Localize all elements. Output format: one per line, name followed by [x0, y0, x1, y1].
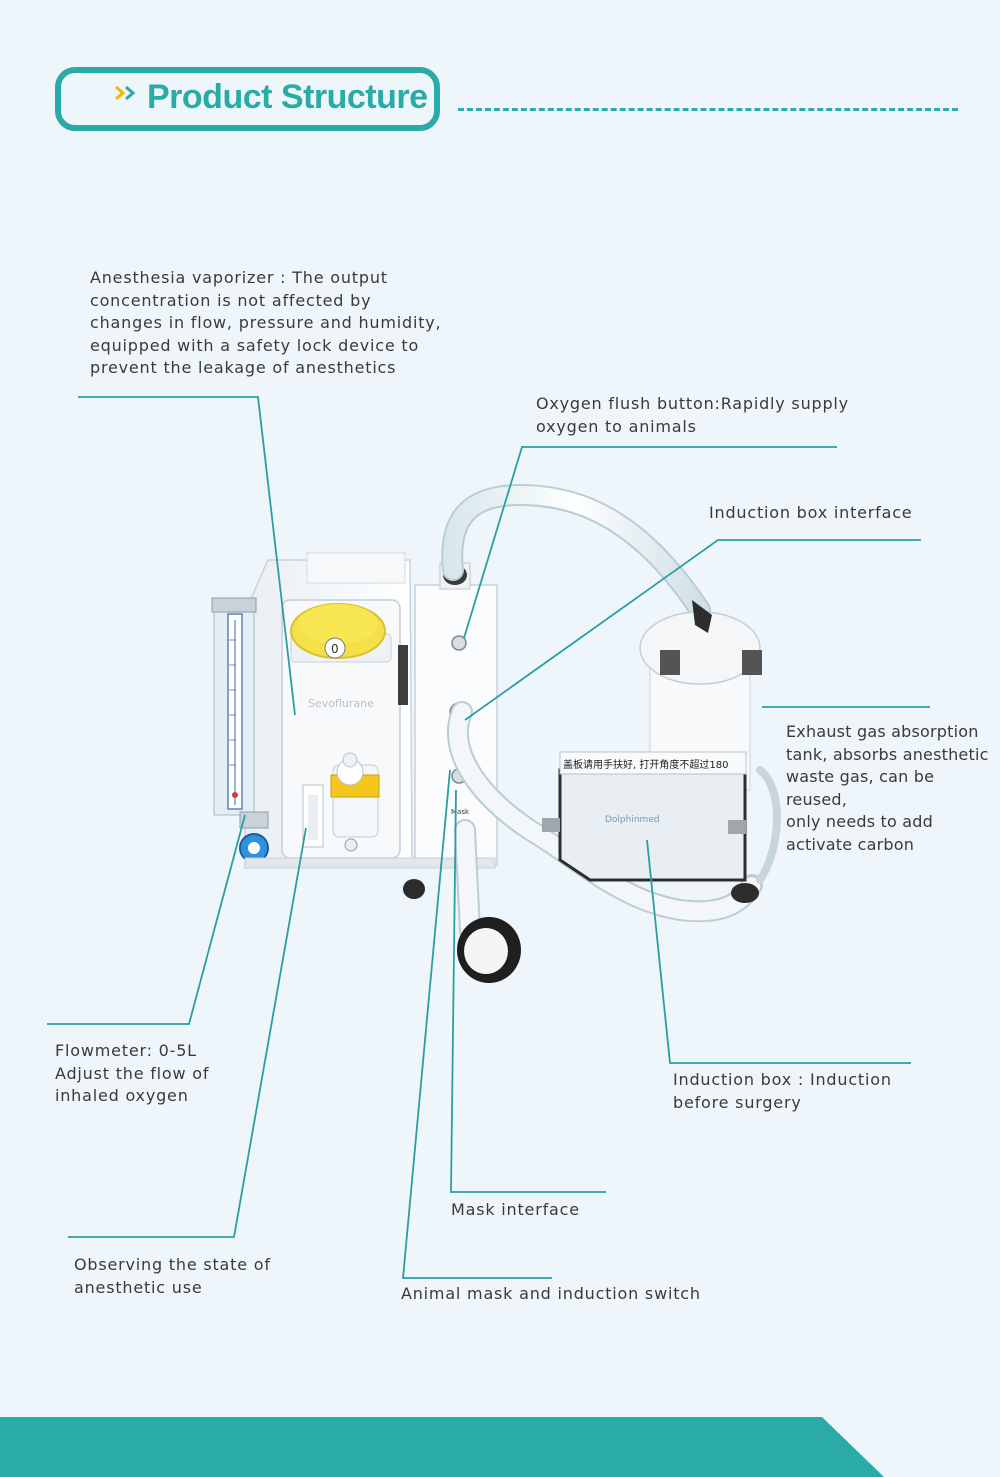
label-mask-switch: Animal mask and induction switch — [401, 1284, 701, 1303]
chevron-right-icon — [115, 85, 136, 101]
label-vaporizer: Anesthesia vaporizer : The output concen… — [90, 268, 442, 377]
label-exhaust-tank: Exhaust gas absorption tank, absorbs ane… — [786, 722, 989, 854]
induction-box: 盖板请用手扶好, 打开角度不超过180 Dolphinmed — [542, 751, 759, 903]
header-divider — [458, 108, 958, 111]
port-label: Mask — [451, 808, 470, 816]
animal-mask — [457, 917, 521, 983]
label-mask-interface: Mask interface — [451, 1200, 580, 1219]
leader-induction-interface — [464, 539, 921, 721]
leader-oxygen-flush — [463, 446, 837, 639]
header-badge — [55, 67, 440, 131]
vaporizer: 0 Sevoflurane — [281, 599, 408, 859]
leader-vaporizer — [78, 396, 296, 716]
page-title: Product Structure — [147, 78, 428, 116]
induction-box-warning: 盖板请用手扶好, 打开角度不超过180 — [563, 758, 728, 771]
label-oxygen-flush: Oxygen flush button:Rapidly supply oxyge… — [536, 394, 849, 436]
label-induction-box: Induction box : Induction before surgery — [673, 1070, 892, 1112]
label-induction-interface: Induction box interface — [709, 503, 913, 522]
flowmeter — [211, 597, 269, 863]
vaporizer-brand: Sevoflurane — [308, 697, 374, 710]
label-flowmeter: Flowmeter: 0-5L Adjust the flow of inhal… — [55, 1041, 210, 1105]
vaporizer-dial-value: 0 — [331, 642, 339, 656]
leader-mask-interface — [450, 789, 606, 1193]
leader-flowmeter — [47, 814, 246, 1025]
leader-observing — [68, 827, 307, 1238]
leader-mask-switch — [402, 769, 552, 1279]
leader-induction-box — [646, 839, 911, 1064]
machine-foot — [403, 879, 425, 899]
machine-top-slot — [306, 552, 406, 584]
machine-base — [244, 857, 496, 869]
induction-box-brand: Dolphinmed — [605, 815, 660, 825]
label-observing: Observing the state of anesthetic use — [74, 1255, 271, 1297]
leader-lines — [47, 396, 930, 1279]
